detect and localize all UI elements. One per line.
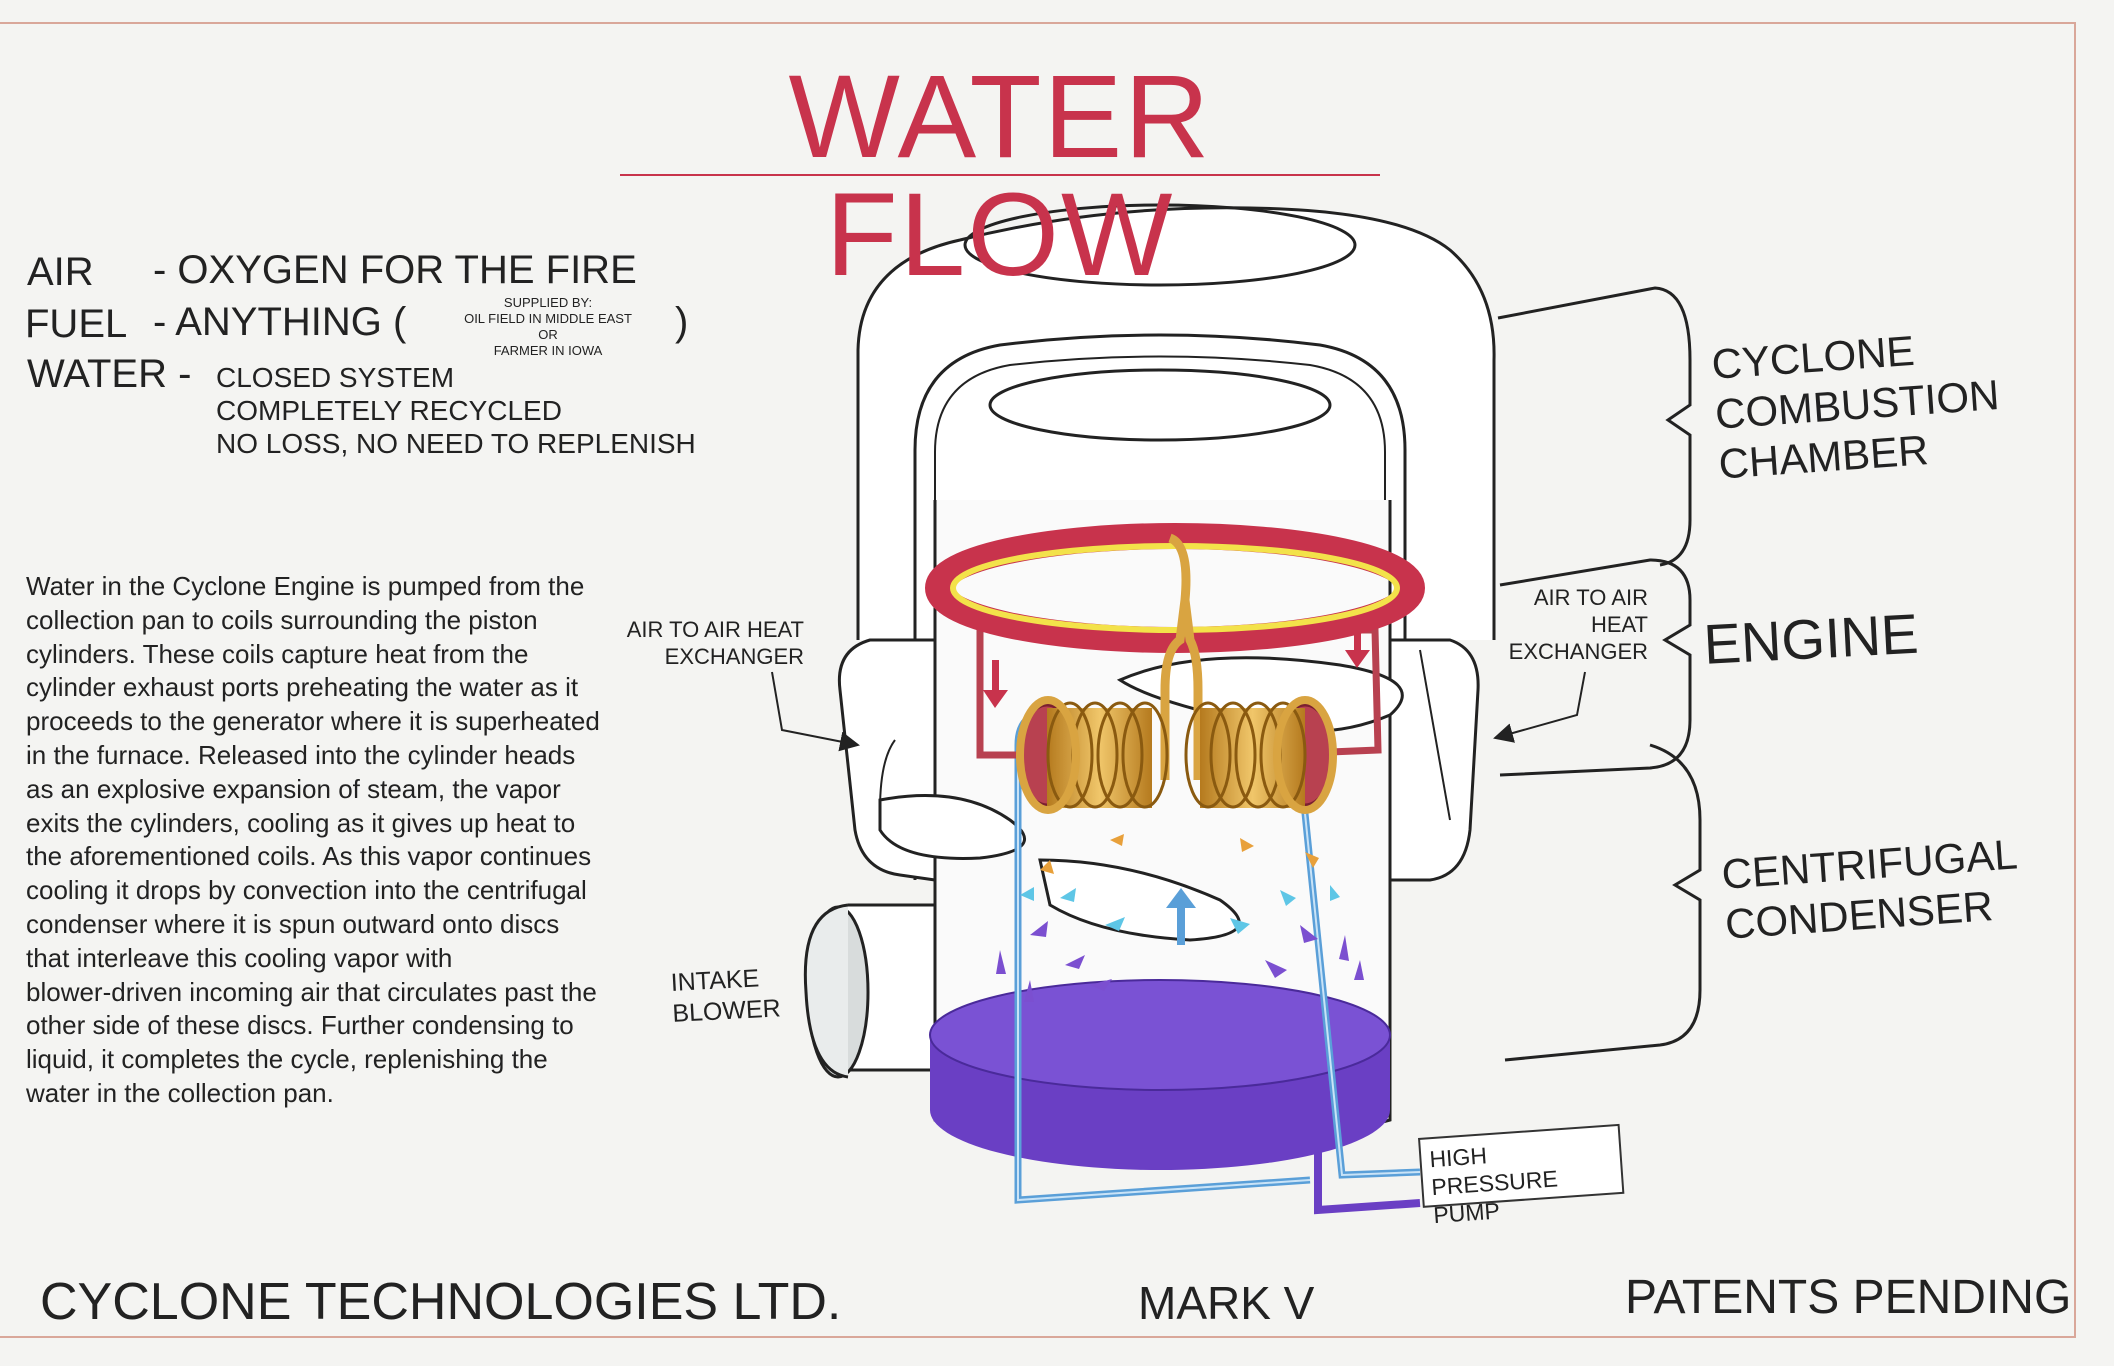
fuel-source-1: OIL FIELD IN MIDDLE EAST (464, 311, 632, 326)
section-combustion: CYCLONE COMBUSTION CHAMBER (1710, 320, 2004, 489)
sheet-border (0, 22, 2076, 1338)
left-coil (1016, 696, 1169, 814)
description-line: blower-driven incoming air that circulat… (26, 976, 597, 1007)
spec-water-line-2: COMPLETELY RECYCLED (216, 395, 562, 426)
spec-air-value: - OXYGEN FOR THE FIRE (153, 248, 637, 292)
label-heat-exchanger-left-line-2: EXCHANGER (664, 644, 804, 669)
label-heat-exchanger-left: AIR TO AIR HEAT EXCHANGER (622, 616, 804, 670)
combustion-bracket (1497, 286, 1692, 567)
description-line: collection pan to coils surrounding the … (26, 604, 538, 635)
footer-company: CYCLONE TECHNOLOGIES LTD. (40, 1273, 842, 1331)
air-up-arrow (1166, 888, 1196, 945)
description-line: water in the collection pan. (26, 1077, 334, 1108)
description-line: proceeds to the generator where it is su… (26, 706, 600, 737)
exchanger-pointer-left (771, 671, 860, 752)
footer-model: MARK V (1138, 1277, 1315, 1329)
generator-riser (1160, 533, 1191, 780)
spec-water-line-1: CLOSED SYSTEM (216, 362, 455, 393)
condenser-bracket (1504, 743, 1702, 1062)
label-intake-blower: INTAKE BLOWER (670, 962, 781, 1030)
label-intake-blower-line-2: BLOWER (671, 994, 782, 1028)
description-line: Water in the Cyclone Engine is pumped fr… (26, 571, 585, 601)
steam-down-arrow-right (1345, 620, 1370, 668)
description-line: the aforementioned coils. As this vapor … (26, 841, 592, 872)
steam-down-arrow-left (983, 660, 1008, 708)
spec-water-key: WATER - (27, 352, 192, 396)
section-condenser: CENTRIFUGAL CONDENSER (1720, 829, 2023, 949)
intake-pipe (848, 903, 937, 1072)
combustion-dome (988, 368, 1332, 442)
fuel-source-2: FARMER IN IOWA (493, 343, 603, 358)
footer-patents: PATENTS PENDING (1625, 1271, 2072, 1324)
description-line: that interleave this cooling vapor with (26, 942, 453, 973)
steam-line-left (976, 630, 1028, 759)
collection-pan-water (929, 979, 1391, 1091)
label-heat-exchanger-right-line-3: EXCHANGER (1508, 639, 1648, 664)
spec-air-key: AIR (27, 250, 94, 294)
spec-water-line-3: NO LOSS, NO NEED TO REPLENISH (216, 428, 696, 459)
fuel-close-paren: ) (675, 300, 689, 344)
swirl-left (878, 794, 1026, 860)
description-line: cylinder exhaust ports preheating the wa… (26, 672, 579, 703)
engine-bracket (1499, 558, 1692, 777)
exchanger-pointer-right (1493, 671, 1586, 743)
label-high-pressure-pump: HIGH PRESSURE PUMP (1418, 1123, 1625, 1228)
label-heat-exchanger-right-line-2: HEAT (1590, 612, 1648, 637)
label-heat-exchanger-right: AIR TO AIR HEAT EXCHANGER (1500, 584, 1648, 665)
description-line: cooling it drops by convection into the … (26, 875, 587, 906)
spec-fuel-value: - ANYTHING ( (153, 300, 407, 344)
right-exchanger (1388, 638, 1480, 882)
description-line: exits the cylinders, cooling as it gives… (26, 807, 576, 838)
right-coil (1184, 696, 1337, 814)
description-paragraph: Water in the Cyclone Engine is pumped fr… (26, 570, 651, 1111)
label-heat-exchanger-left-line-1: AIR TO AIR HEAT (626, 617, 804, 642)
page-title: WATER FLOW (788, 51, 1212, 301)
inner-arch (913, 333, 1407, 880)
description-line: other side of these discs. Further conde… (26, 1010, 574, 1041)
section-engine: ENGINE (1702, 601, 1920, 676)
description-line: in the furnace. Released into the cylind… (26, 739, 576, 770)
condensate-droplets (996, 834, 1364, 1002)
label-heat-exchanger-right-line-1: AIR TO AIR (1533, 585, 1648, 610)
fuel-supplied-by: SUPPLIED BY: (503, 295, 593, 310)
description-line: cylinders. These coils capture heat from… (26, 638, 529, 669)
description-line: liquid, it completes the cycle, replenis… (26, 1044, 548, 1075)
pump-feed-line (1314, 1100, 1421, 1215)
housing-top-rim (963, 203, 1357, 287)
spec-fuel-key: FUEL (25, 302, 128, 346)
fuel-or: OR (538, 327, 558, 342)
description-line: condenser where it is spun outward onto … (26, 908, 560, 939)
description-line: as an explosive expansion of steam, the … (26, 773, 561, 804)
title-underline (620, 174, 1380, 176)
